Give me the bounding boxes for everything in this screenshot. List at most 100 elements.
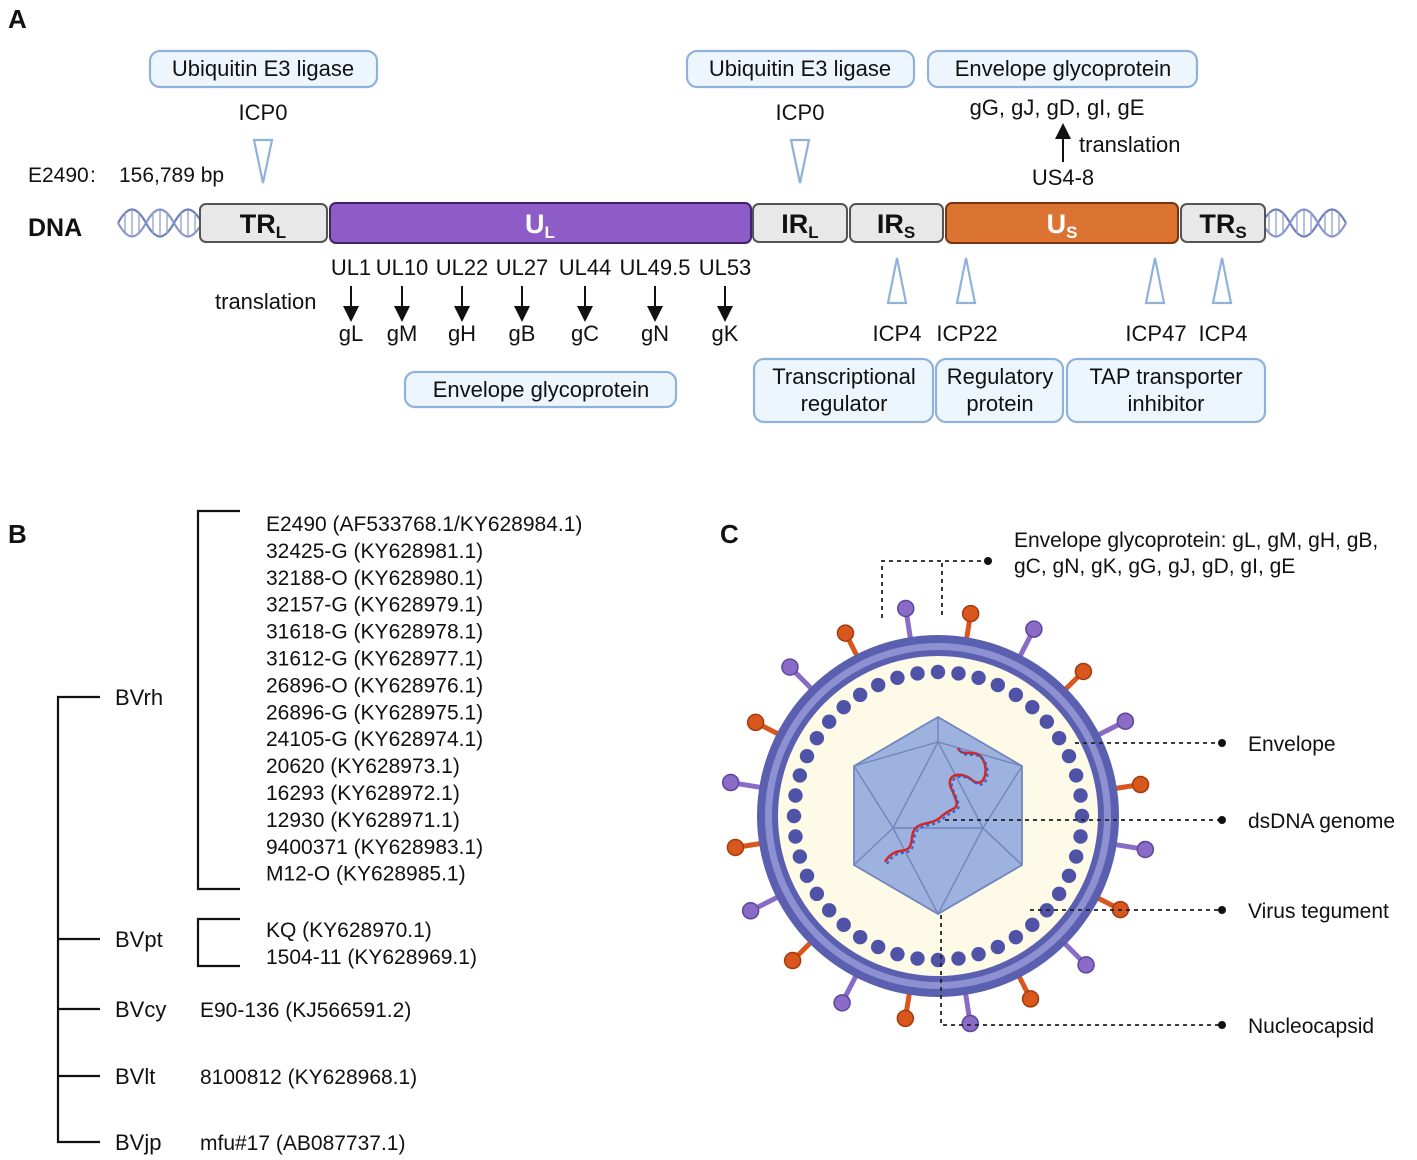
label-envelope: Envelope xyxy=(1248,733,1336,756)
us-glycoprotein-list: gG, gJ, gD, gI, gE xyxy=(970,95,1145,120)
tegument-bead xyxy=(930,952,946,968)
bvrh-strain: 9400371 (KY628983.1) xyxy=(266,836,483,859)
transcriptional-regulator-line2: regulator xyxy=(801,391,888,416)
segment-us-label: US xyxy=(1047,209,1078,242)
segment-irs xyxy=(849,203,944,243)
panel-a-label: A xyxy=(8,4,27,34)
ul-product-label: gM xyxy=(387,321,418,346)
tegument-bead xyxy=(792,768,808,783)
tegument-bead xyxy=(836,699,851,715)
dsdna-genome xyxy=(883,747,989,865)
icp22-label: ICP22 xyxy=(936,321,997,346)
bvrh-strain-list: E2490 (AF533768.1/KY628984.1) 32425-G (KY… xyxy=(266,513,582,886)
leader-dot xyxy=(1218,1021,1226,1029)
dna-label: DNA xyxy=(28,214,82,242)
bvrh-strain: 26896-G (KY628975.1) xyxy=(266,701,483,724)
tree-bracket-bvrh xyxy=(196,509,240,891)
envelope-glycoprotein-label-us: Envelope glycoprotein xyxy=(955,56,1171,81)
strain-8100812: 8100812 (KY628968.1) xyxy=(200,1066,417,1089)
virion-illustration xyxy=(721,599,1155,1033)
tegument-bead xyxy=(1025,699,1040,715)
tegument-bead xyxy=(1039,714,1055,729)
ubiquitin-box-left xyxy=(148,49,379,89)
leader-dot xyxy=(984,557,992,565)
tegument-bead xyxy=(788,788,803,803)
tegument-bead xyxy=(1068,768,1084,783)
ul-gene-list: UL1gLUL10gMUL22gHUL27gBUL44gCUL49.5gNUL5… xyxy=(331,255,751,346)
bvrh-strain: 32188-O (KY628980.1) xyxy=(266,567,483,590)
bvrh-strain: 32425-G (KY628981.1) xyxy=(266,540,483,563)
glycoprotein-spike-head xyxy=(1136,840,1155,859)
dna-helix-icon xyxy=(116,208,204,238)
tegument-bead xyxy=(951,951,966,966)
leader-dot xyxy=(1218,739,1226,747)
glycoprotein-spike-head xyxy=(1116,712,1135,730)
segment-trl xyxy=(199,203,328,243)
segment-ul xyxy=(329,202,752,244)
icp4-label-right: ICP4 xyxy=(1199,321,1248,346)
tegument-bead xyxy=(1051,730,1067,746)
tegument-bead xyxy=(809,730,825,746)
tegument-bead xyxy=(1061,748,1077,764)
glycoprotein-spike-head xyxy=(1074,662,1093,681)
dna-helix-icon xyxy=(1260,208,1348,238)
tegument-bead xyxy=(910,666,925,681)
icp47-label: ICP47 xyxy=(1125,321,1186,346)
icp0-label-right: ICP0 xyxy=(776,100,825,125)
ul-gene-label: UL10 xyxy=(376,255,429,280)
strain-kq: KQ (KY628970.1) xyxy=(266,919,432,942)
bvrh-strain: 16293 (KY628972.1) xyxy=(266,782,460,805)
tegument-bead xyxy=(799,748,815,764)
tegument-bead xyxy=(1073,788,1088,803)
tegument-bead xyxy=(1025,917,1040,933)
ul-product-label: gB xyxy=(509,321,536,346)
strain-label: E2490 xyxy=(28,164,89,187)
glycoprotein-spike-head xyxy=(783,951,802,970)
strain-colon: : xyxy=(90,164,96,187)
tegument-bead xyxy=(1008,687,1024,703)
tegument-bead xyxy=(1061,868,1077,884)
leader-nucleocapsid xyxy=(940,915,1222,1026)
bvrh-strain: 31612-G (KY628977.1) xyxy=(266,648,483,671)
glycoprotein-spike-head xyxy=(896,1009,915,1028)
triangle-marker-icon xyxy=(886,257,908,305)
ul-gene-label: UL49.5 xyxy=(620,255,691,280)
ul-gene-label: UL22 xyxy=(436,255,489,280)
bvrh-strain: E2490 (AF533768.1/KY628984.1) xyxy=(266,513,582,536)
glycoprotein-spike-head xyxy=(961,1014,979,1033)
tegument-bead xyxy=(870,939,886,955)
tegument-bead xyxy=(821,903,837,918)
ul-gene-label: UL27 xyxy=(496,255,549,280)
leader-glycoprotein-a xyxy=(881,560,988,618)
ul-gene-label: UL53 xyxy=(699,255,752,280)
regulatory-protein-line1: Regulatory xyxy=(947,364,1053,389)
leader-dot xyxy=(1218,816,1226,824)
leader-dot xyxy=(1218,906,1226,914)
glycoprotein-spike-head xyxy=(1021,990,1040,1008)
tegument-bead xyxy=(821,714,837,729)
bvrh-strain: 20620 (KY628973.1) xyxy=(266,755,460,778)
bvrh-strain: 31618-G (KY628978.1) xyxy=(266,621,483,644)
glycoprotein-list-line1: Envelope glycoprotein: gL, gM, gH, gB, xyxy=(1014,529,1378,552)
tegument-bead xyxy=(990,677,1006,693)
tegument-bead xyxy=(1008,929,1024,945)
label-virus-tegument: Virus tegument xyxy=(1248,900,1389,923)
ul-product-label: gH xyxy=(448,321,476,346)
glycoprotein-spike-head xyxy=(1077,956,1095,974)
clade-bvjp: BVjp xyxy=(115,1130,161,1155)
tap-inhibitor-line1: TAP transporter xyxy=(1089,364,1242,389)
tap-inhibitor-line2: inhibitor xyxy=(1127,391,1204,416)
label-nucleocapsid: Nucleocapsid xyxy=(1248,1015,1374,1038)
tegument-bead xyxy=(788,829,803,844)
tegument-bead xyxy=(836,917,851,933)
envelope-glycoprotein-box-ul xyxy=(403,370,678,409)
tegument-bead xyxy=(910,951,925,966)
segment-irl xyxy=(752,203,848,243)
bvrh-strain: 26896-O (KY628976.1) xyxy=(266,674,483,697)
clade-bvcy: BVcy xyxy=(115,997,166,1022)
tegument-bead xyxy=(870,677,886,693)
us-translation-label: translation xyxy=(1079,132,1181,157)
strain-e90-136: E90-136 (KJ566591.2) xyxy=(200,999,411,1022)
us4-8-label: US4-8 xyxy=(1032,165,1094,190)
ul-product-label: gK xyxy=(712,321,739,346)
